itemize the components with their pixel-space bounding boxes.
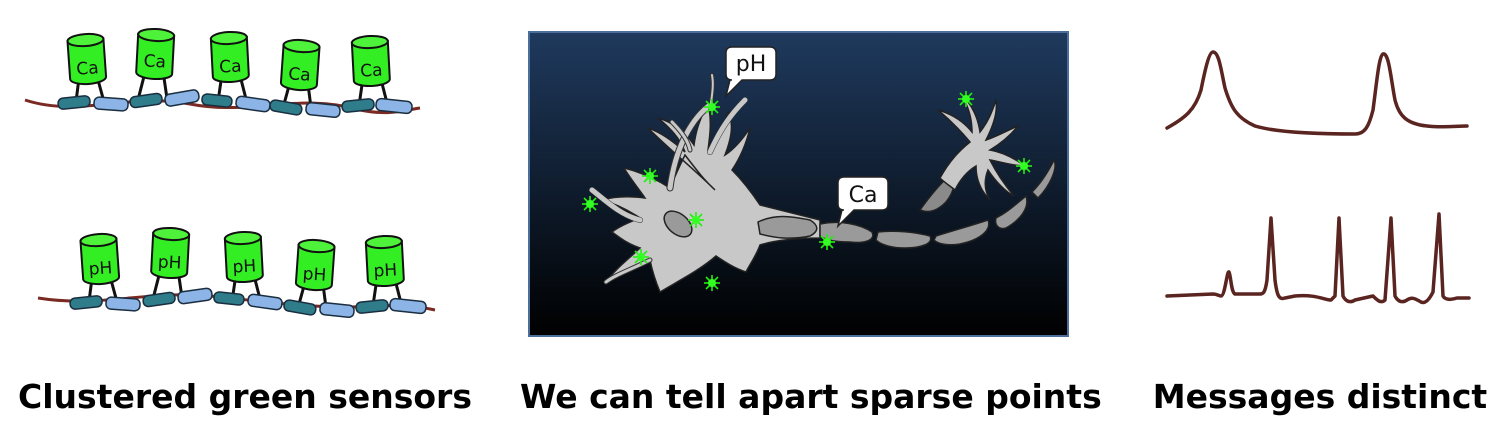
slow-trace [1165,50,1469,136]
middle-caption: We can tell apart sparse points [520,377,1102,416]
sensor-point [703,98,721,116]
ph-callout: pH [724,46,777,99]
ph-sensor-label: pH [88,258,113,280]
ph-callout-label: pH [736,52,767,77]
ph-sensor-label: pH [373,260,398,281]
ca-sensor: Ca [134,27,176,98]
sensor-point [703,274,721,292]
sensor-point [641,167,659,185]
ca-callout: Ca [836,176,889,229]
sensor-point [818,233,836,251]
ph-sensor-label: pH [232,256,257,277]
ph-sensor-row: pH pH pH pH pH [37,226,436,318]
ph-sensor-label: pH [157,252,182,273]
ph-sensor: pH [149,226,191,297]
sensor-point [1015,157,1033,175]
ca-sensor-row: Ca Ca Ca Ca Ca [24,27,421,118]
ca-sensor-label: Ca [219,56,242,77]
ca-sensor-label: Ca [76,58,100,80]
ca-sensor-label: Ca [360,60,383,81]
sensor-point [687,211,705,229]
ca-sensor-label: Ca [288,64,312,86]
neuron-diagram: pH Ca [528,31,1069,337]
ph-sensor-label: pH [302,264,327,286]
sensor-point [632,248,650,266]
spiking-trace [1165,212,1471,305]
right-caption: Messages distinct [1152,377,1488,416]
ca-sensor: Ca [209,30,251,101]
axon-terminal [937,95,1028,201]
ca-sensor: Ca [66,31,108,104]
ph-sensor: pH [223,230,265,301]
signal-traces [1165,50,1471,305]
axon [757,158,1056,249]
left-caption: Clustered green sensors [18,377,472,416]
ca-sensor: Ca [279,37,321,110]
membrane-proteins [57,89,413,118]
ca-sensor-label: Ca [143,51,166,72]
sensor-point [957,90,975,108]
neuron-soma [599,102,821,294]
ca-callout-label: Ca [849,183,878,208]
ph-sensor: pH [294,237,336,310]
neuron-panel-background [528,31,1069,337]
ca-sensor: Ca [350,34,392,105]
clustered-sensors-diagram: Ca Ca Ca Ca Ca [24,27,436,318]
ph-sensor: pH [364,234,406,305]
sensor-point [581,195,599,213]
ph-sensor: pH [79,231,121,304]
dendrites [589,73,748,285]
neuron-nucleus [663,210,693,238]
membrane-proteins [69,287,427,318]
